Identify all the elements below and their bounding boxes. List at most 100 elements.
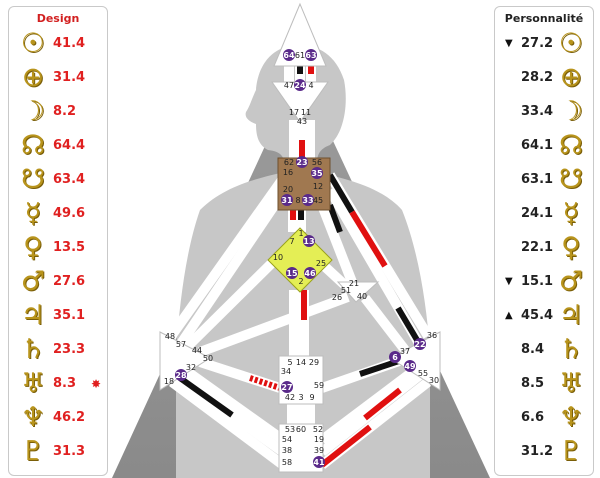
design-row-moon: ☽8.2 bbox=[9, 97, 107, 127]
personality-value: 28.2 bbox=[521, 70, 554, 85]
gate-number: 40 bbox=[357, 292, 367, 301]
uranus-icon: ♅ bbox=[558, 368, 584, 399]
design-value: 35.1 bbox=[53, 308, 86, 323]
ego-center bbox=[336, 281, 380, 303]
earth-icon: ⊕ bbox=[21, 62, 45, 93]
gate-number: 61 bbox=[295, 51, 305, 60]
gate-number: 1 bbox=[298, 229, 303, 238]
jupiter-icon: ♃ bbox=[558, 300, 584, 331]
gate-19: 19 bbox=[314, 435, 324, 444]
gate-number: 60 bbox=[296, 425, 306, 434]
gate-60: 60 bbox=[296, 425, 306, 434]
gate-27: 27 bbox=[281, 381, 293, 393]
gate-number: 37 bbox=[400, 347, 410, 356]
south-node-icon: ☋ bbox=[21, 164, 45, 195]
gate-28: 28 bbox=[175, 369, 187, 381]
design-row-jupiter: ♃35.1 bbox=[9, 301, 107, 331]
gate-46: 46 bbox=[304, 267, 316, 279]
gate-number: 24 bbox=[294, 81, 306, 90]
earth-icon: ⊕ bbox=[559, 62, 583, 93]
gate-number: 30 bbox=[429, 376, 439, 385]
gate-number: 19 bbox=[314, 435, 324, 444]
design-value: 23.3 bbox=[53, 342, 86, 357]
saturn-icon: ♄ bbox=[558, 334, 584, 365]
gate-49: 49 bbox=[404, 360, 416, 372]
mars-icon: ♂ bbox=[558, 266, 584, 297]
design-row-earth: ⊕ 31.4 bbox=[9, 63, 107, 93]
gate-number: 39 bbox=[314, 446, 324, 455]
gate-number: 58 bbox=[282, 458, 292, 467]
neptune-icon: ♆ bbox=[558, 402, 584, 433]
gate-37: 37 bbox=[400, 347, 410, 356]
gate-34: 34 bbox=[281, 367, 291, 376]
gate-38: 38 bbox=[282, 446, 292, 455]
gate-54: 54 bbox=[282, 435, 292, 444]
gate-marker bbox=[389, 351, 401, 363]
gate-63: 63 bbox=[305, 49, 317, 61]
personality-value: 33.4 bbox=[521, 104, 554, 119]
personality-value: 8.5 bbox=[521, 376, 545, 391]
gate-number: 50 bbox=[203, 354, 213, 363]
design-row-south-node: ☋63.4 bbox=[9, 165, 107, 195]
gate-number: 25 bbox=[316, 259, 326, 268]
personality-row-sun: ☉27.2▼ bbox=[495, 29, 593, 59]
personality-row-south-node: ☋63.1 bbox=[495, 165, 593, 195]
gate-number: 2 bbox=[298, 277, 303, 286]
moon-icon: ☽ bbox=[20, 96, 46, 127]
gate-5: 5 bbox=[287, 358, 292, 367]
personality-row-saturn: ♄8.4 bbox=[495, 335, 593, 365]
gate-29: 29 bbox=[309, 358, 319, 367]
neptune-icon: ♆ bbox=[20, 402, 46, 433]
design-row-mercury: ☿49.6 bbox=[9, 199, 107, 229]
gate-number: 12 bbox=[313, 182, 323, 191]
gate-55: 55 bbox=[418, 369, 428, 378]
gate-61: 61 bbox=[295, 51, 305, 60]
mars-icon: ♂ bbox=[20, 266, 46, 297]
gate-45: 45 bbox=[313, 196, 323, 205]
design-value: 49.6 bbox=[53, 206, 86, 221]
uranus-icon: ♅ bbox=[20, 368, 46, 399]
gate-26: 26 bbox=[332, 293, 342, 302]
gate-number: 62 bbox=[284, 158, 294, 167]
activation-27-red bbox=[249, 375, 281, 391]
personality-row-venus: ♀22.1 bbox=[495, 233, 593, 263]
north-node-icon: ☊ bbox=[21, 130, 45, 161]
gate-32: 32 bbox=[186, 363, 196, 372]
gate-47: 47 bbox=[284, 81, 294, 90]
gate-41: 41 bbox=[313, 456, 325, 468]
gate-42: 42 bbox=[285, 393, 295, 402]
gate-marker bbox=[414, 338, 426, 350]
gate-20: 20 bbox=[283, 185, 293, 194]
gate-51: 51 bbox=[341, 286, 351, 295]
gate-14: 14 bbox=[296, 358, 306, 367]
pluto-icon: ♇ bbox=[20, 436, 46, 467]
design-value: 31.4 bbox=[53, 70, 86, 85]
mercury-icon: ☿ bbox=[562, 198, 580, 229]
gate-number: 55 bbox=[418, 369, 428, 378]
gate-31: 31 bbox=[281, 194, 293, 206]
gate-7: 7 bbox=[289, 237, 294, 246]
design-marker-icon: ✸ bbox=[91, 377, 102, 391]
pluto-icon: ♇ bbox=[558, 436, 584, 467]
activation-28-black bbox=[178, 375, 234, 418]
gate-marker bbox=[311, 167, 323, 179]
gate-2: 2 bbox=[298, 277, 303, 286]
channel-20-57 bbox=[175, 191, 287, 348]
gate-number: 9 bbox=[309, 393, 314, 402]
gate-4: 4 bbox=[308, 81, 313, 90]
gate-10: 10 bbox=[273, 253, 283, 262]
design-row-venus: ♀13.5 bbox=[9, 233, 107, 263]
gate-number: 16 bbox=[283, 168, 293, 177]
design-row-mars: ♂27.6 bbox=[9, 267, 107, 297]
gate-number: 41 bbox=[313, 458, 325, 467]
gate-16: 16 bbox=[283, 168, 293, 177]
gate-13: 13 bbox=[303, 235, 315, 247]
personality-value: 24.1 bbox=[521, 206, 554, 221]
gate-22: 22 bbox=[414, 338, 426, 350]
gate-number: 48 bbox=[165, 332, 175, 341]
design-row-uranus: ♅8.3✸ bbox=[9, 369, 107, 399]
personality-row-jupiter: ♃45.4▲ bbox=[495, 301, 593, 331]
gate-11: 11 bbox=[301, 108, 311, 117]
gate-marker bbox=[303, 235, 315, 247]
gate-18: 18 bbox=[164, 377, 174, 386]
